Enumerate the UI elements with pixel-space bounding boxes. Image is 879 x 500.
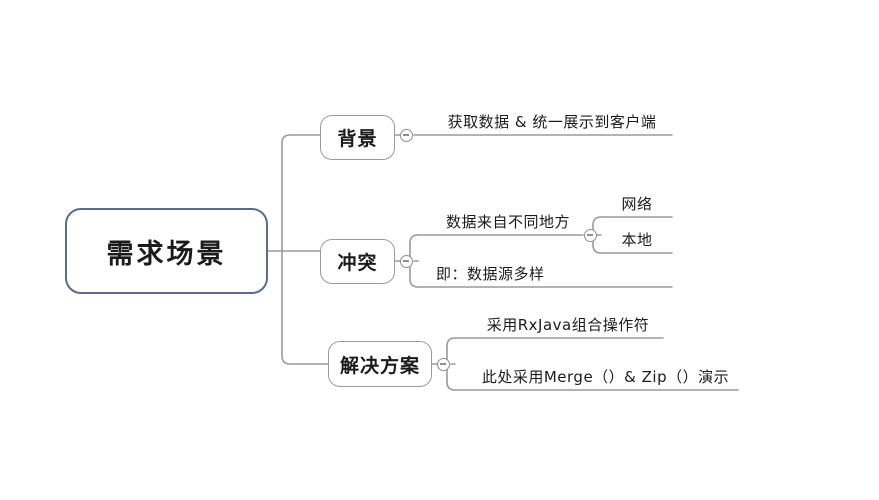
collapse-toggle-solution[interactable] bbox=[437, 357, 450, 371]
collapse-toggle-conflict[interactable] bbox=[400, 254, 413, 268]
leaf-solution-2[interactable]: 此处采用Merge（）& Zip（）演示 bbox=[481, 368, 730, 386]
leaf-conflict-1-1[interactable]: 网络 bbox=[621, 195, 653, 213]
root-node[interactable]: 需求场景 bbox=[65, 208, 268, 294]
branch-node-solution-label: 解决方案 bbox=[339, 354, 420, 377]
root-node-label: 需求场景 bbox=[106, 238, 227, 270]
leaf-conflict-1-2[interactable]: 本地 bbox=[621, 231, 653, 249]
branch-node-background[interactable]: 背景 bbox=[320, 115, 395, 160]
leaf-conflict-2[interactable]: 即：数据源多样 bbox=[436, 265, 545, 283]
collapse-toggle-conflict-sources[interactable] bbox=[584, 228, 597, 242]
branch-node-conflict[interactable]: 冲突 bbox=[320, 239, 395, 284]
collapse-toggle-background[interactable] bbox=[400, 128, 413, 142]
leaf-conflict-1[interactable]: 数据来自不同地方 bbox=[445, 213, 570, 231]
branch-node-background-label: 背景 bbox=[337, 128, 378, 150]
leaf-background-1[interactable]: 获取数据 & 统一展示到客户端 bbox=[447, 113, 657, 131]
branch-node-conflict-label: 冲突 bbox=[337, 252, 378, 274]
leaf-solution-1[interactable]: 采用RxJava组合操作符 bbox=[486, 316, 650, 334]
branch-node-solution[interactable]: 解决方案 bbox=[328, 341, 432, 387]
